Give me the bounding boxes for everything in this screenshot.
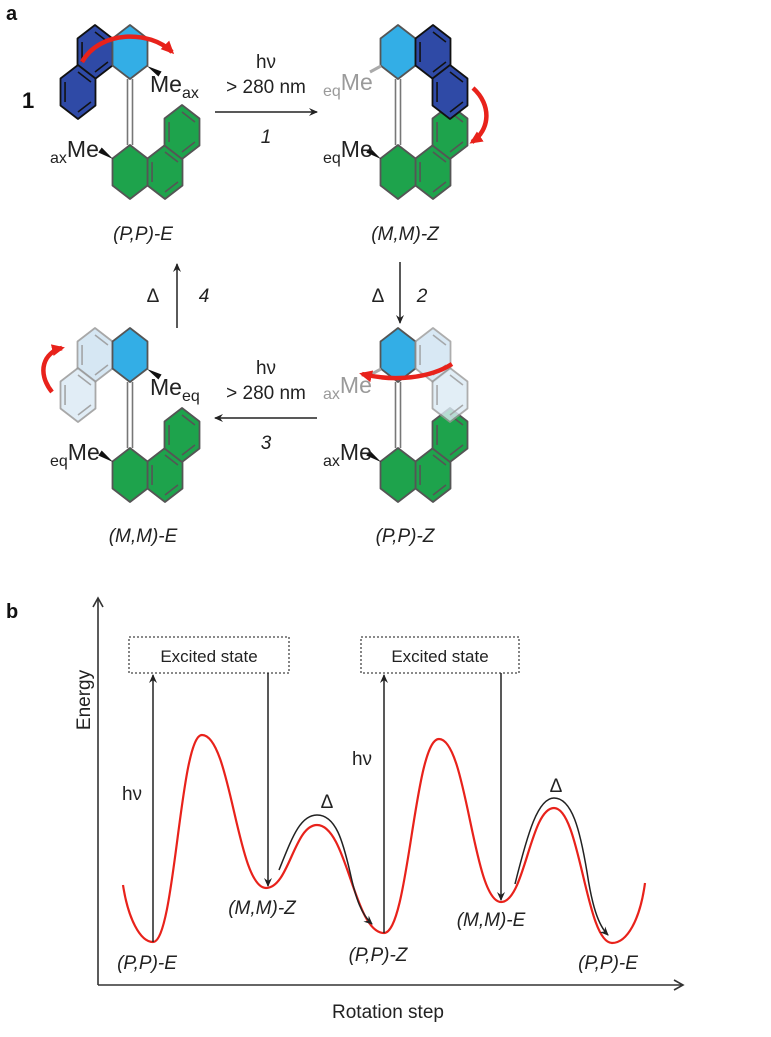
stereo-wedge — [366, 450, 381, 462]
rotation-arrow-icon — [41, 344, 65, 394]
methyl-label: eqMe — [50, 439, 100, 470]
methyl-label: eqMe — [323, 136, 373, 167]
aromatic-bond — [449, 101, 464, 113]
step-1-reagent: hν — [256, 52, 276, 73]
aromatic-bond — [181, 414, 196, 426]
step-2-number: 2 — [416, 286, 428, 307]
panel-label-a: a — [6, 3, 18, 25]
molecule-structures — [41, 24, 489, 503]
state-label: (P,P)-E — [117, 953, 177, 974]
aromatic-bond — [181, 111, 196, 123]
step-3-reagent: hν — [256, 358, 276, 379]
aromatic-bond — [432, 151, 447, 163]
aromatic-bond — [77, 101, 92, 113]
aromatic-bond — [449, 404, 464, 416]
compound-number: 1 — [22, 88, 34, 113]
panel-label-b: b — [6, 601, 18, 623]
thermal-step-arrow — [278, 814, 373, 925]
stator-ring — [379, 144, 417, 200]
isomer-label: (P,P)-Z — [376, 526, 436, 547]
step-4-reagent: Δ — [147, 286, 160, 307]
stereo-wedge — [98, 147, 113, 159]
rotor-ring — [379, 327, 417, 383]
aromatic-bond — [432, 61, 447, 73]
state-label: (M,M)-Z — [228, 898, 297, 919]
stereo-wedge — [147, 66, 162, 77]
methyl-bond — [369, 64, 382, 74]
aromatic-bond — [164, 181, 179, 193]
aromatic-bond — [164, 151, 179, 163]
step-3-number: 3 — [261, 433, 272, 454]
thermal-step-arrow — [514, 797, 609, 936]
aromatic-bond — [181, 141, 196, 153]
aromatic-bond — [449, 444, 464, 456]
methyl-label: axMe — [323, 439, 372, 470]
y-axis-label: Energy — [74, 669, 95, 730]
state-label: (P,P)-Z — [349, 945, 409, 966]
aromatic-bond — [432, 181, 447, 193]
excited-state-box — [360, 636, 520, 674]
stereo-wedge — [147, 369, 162, 380]
isomer-label: (P,P)-E — [113, 224, 173, 245]
aromatic-bond — [449, 141, 464, 153]
rotor-ring — [379, 24, 417, 80]
rotor-ring — [111, 24, 149, 80]
aromatic-bond — [164, 484, 179, 496]
state-label: (M,M)-E — [457, 910, 526, 931]
isomer-label: (M,M)-Z — [371, 224, 440, 245]
aromatic-bond — [432, 334, 447, 346]
stator-ring — [111, 144, 149, 200]
aromatic-bond — [449, 374, 464, 386]
aromatic-bond — [432, 484, 447, 496]
isomer-label: (M,M)-E — [109, 526, 178, 547]
stator-ring — [379, 447, 417, 503]
aromatic-bond — [94, 364, 109, 376]
stator-ring — [111, 447, 149, 503]
step-1-number: 1 — [261, 127, 272, 148]
state-label: (P,P)-E — [578, 953, 638, 974]
aromatic-bond — [94, 61, 109, 73]
excited-state-label: Excited state — [160, 647, 257, 666]
step-3-condition: > 280 nm — [226, 383, 306, 404]
aromatic-bond — [449, 71, 464, 83]
x-axis-label: Rotation step — [332, 1002, 444, 1023]
aromatic-bond — [94, 334, 109, 346]
methyl-label: eqMe — [323, 69, 373, 100]
methyl-label: Meeq — [150, 374, 200, 405]
aromatic-bond — [77, 71, 92, 83]
aromatic-bond — [432, 31, 447, 43]
rotation-arrow-icon — [469, 86, 489, 144]
methyl-label: axMe — [50, 136, 99, 167]
stereo-wedge — [98, 450, 113, 462]
aromatic-bond — [77, 374, 92, 386]
thermal-label: Δ — [550, 776, 563, 797]
thermal-label: Δ — [321, 792, 334, 813]
rotation-arrow-icon — [80, 34, 175, 64]
step-2-reagent: Δ — [372, 286, 385, 307]
aromatic-bond — [77, 404, 92, 416]
rotor-ring — [111, 327, 149, 383]
excited-state-box — [128, 636, 290, 674]
rotation-arrow-icon — [359, 362, 454, 383]
stereo-wedge — [366, 147, 381, 159]
step-1-condition: > 280 nm — [226, 77, 306, 98]
aromatic-bond — [164, 454, 179, 466]
photon-label: hν — [352, 749, 372, 770]
methyl-label: Meax — [150, 71, 199, 102]
aromatic-bond — [432, 454, 447, 466]
step-4-number: 4 — [199, 286, 210, 307]
excited-state-label: Excited state — [391, 647, 488, 666]
methyl-label: axMe — [323, 372, 372, 403]
aromatic-bond — [181, 444, 196, 456]
photon-label: hν — [122, 784, 142, 805]
